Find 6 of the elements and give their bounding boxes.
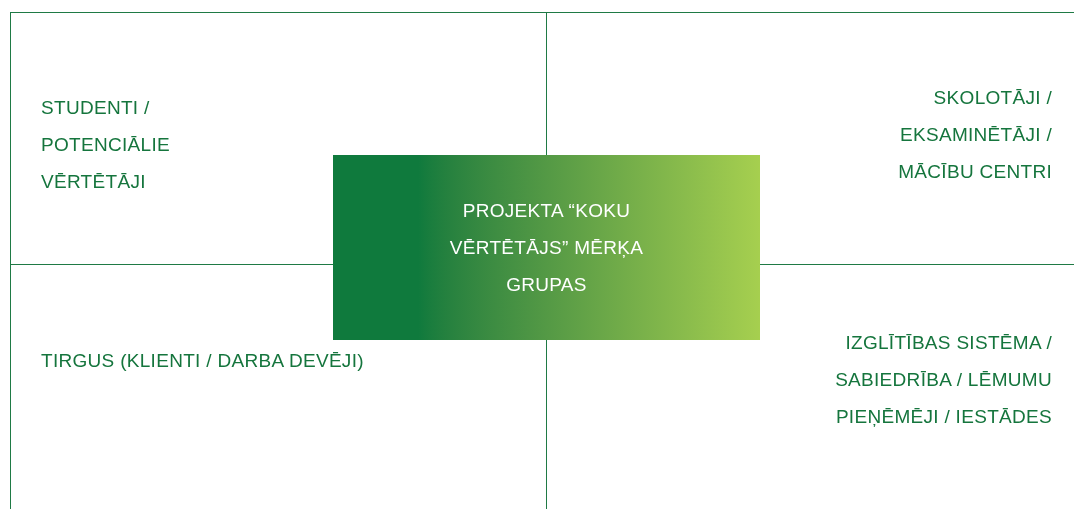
node-label: TIRGUS (KLIENTI / DARBA DEVĒJI) — [41, 349, 365, 373]
center-box — [333, 155, 760, 340]
node-label: IZGLĪTĪBAS SISTĒMA / SABIEDRĪBA / LĒMUMU PIEŅĒMĒJI / IESTĀDES — [834, 331, 1052, 429]
node-label: STUDENTI / POTENCIĀLIE VĒRTĒTĀJI — [41, 96, 171, 194]
node-label: PROJEKTA “KOKU VĒRTĒTĀJS” MĒRĶA GRUPAS — [448, 199, 645, 297]
node-label: SKOLOTĀJI / EKSAMINĒTĀJI / MĀCĪBU CENTRI — [897, 86, 1052, 184]
